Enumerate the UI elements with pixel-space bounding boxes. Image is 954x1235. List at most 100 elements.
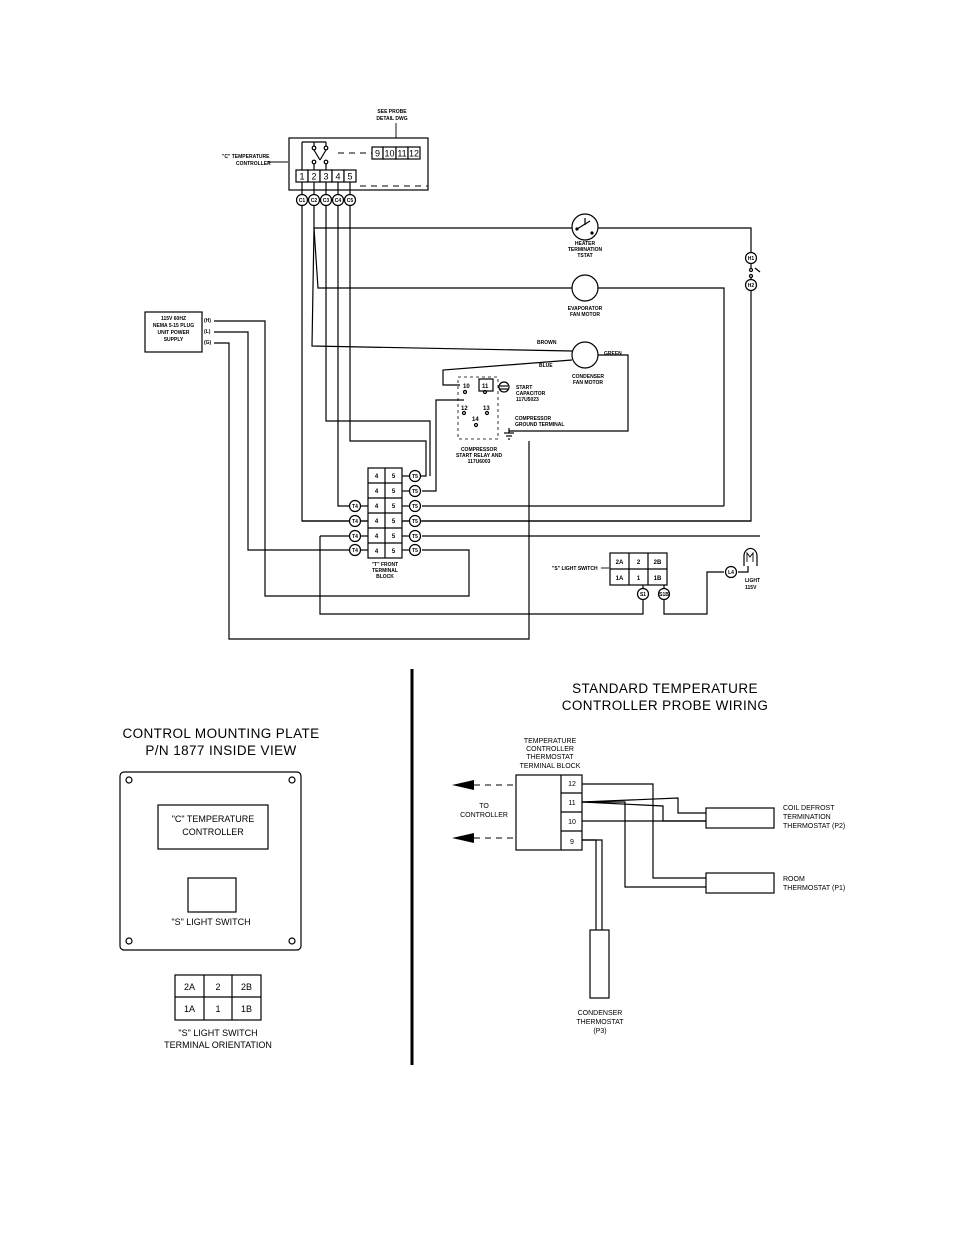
relay-term-11: 11	[482, 384, 489, 390]
light-label-line1: LIGHT	[745, 578, 760, 584]
controller-contacts	[301, 141, 428, 187]
probe-terminal-strip: 9 10 11 12	[371, 146, 421, 160]
ls-cell-1a: 1A	[616, 576, 624, 582]
point-t5-row2: T5	[412, 489, 418, 495]
tb-row2-right: 5	[392, 489, 396, 495]
point-c3: C3	[323, 198, 330, 204]
controller-label-line1: "C" TEMPERATURE	[222, 154, 270, 160]
relay-label-line1: COMPRESSOR	[461, 447, 498, 453]
relay-term-10: 10	[463, 384, 470, 390]
point-t5-row6: T5	[412, 548, 418, 554]
tb-row4-right: 5	[392, 519, 396, 525]
evap-label-line1: EVAPORATOR	[568, 306, 603, 312]
block-label-line3: THERMOSTAT	[526, 754, 574, 761]
tb-row2-left: 4	[375, 489, 379, 495]
point-t5-row5: T5	[412, 534, 418, 540]
to-controller-arrow-top-icon	[452, 780, 474, 790]
cond-label-line1: CONDENSER	[572, 374, 604, 380]
probe-terminal-9: 9	[375, 149, 380, 159]
probe-title-line2: CONTROLLER PROBE WIRING	[562, 698, 768, 713]
heater-h1-h2: H1 H2	[744, 251, 761, 292]
tb-row3-right: 5	[392, 504, 396, 510]
control-mounting-plate-section: CONTROL MOUNTING PLATE P/N 1877 INSIDE V…	[119, 726, 319, 1050]
condenser-probe-line3: (P3)	[593, 1028, 606, 1035]
controller-terminal-2: 2	[311, 172, 316, 182]
controller-terminal-4: 4	[335, 172, 340, 182]
point-t5-row4: T5	[412, 519, 418, 525]
mounting-title-line2: P/N 1877 INSIDE VIEW	[145, 743, 296, 758]
orient-cell-2: 2	[215, 982, 220, 992]
to-controller-arrow-bottom-icon	[452, 833, 474, 843]
orient-cell-1b: 1B	[241, 1004, 252, 1014]
cond-label-line2: FAN MOTOR	[573, 380, 603, 386]
light-bulb-icon	[743, 547, 758, 566]
point-t4-row4: T4	[352, 519, 358, 525]
light-switch-s: "S" LIGHT SWITCH 2A 2 2B 1A 1 1B S1 S1B …	[552, 547, 760, 601]
ls-cell-2: 2	[637, 560, 641, 566]
controller-terminal-3: 3	[323, 172, 328, 182]
point-s1b: S1B	[659, 592, 669, 598]
relay-term-12: 12	[461, 406, 468, 412]
condenser-thermostat-probe	[589, 929, 610, 999]
tb-row4-left: 4	[375, 519, 379, 525]
evap-label-line2: FAN MOTOR	[570, 312, 600, 318]
room-label-line1: ROOM	[783, 876, 805, 883]
probe-wires	[581, 783, 706, 930]
start-cap-line2: CAPACITOR	[516, 391, 546, 397]
point-t4-row3: T4	[352, 504, 358, 510]
wire-label-brown: BROWN	[537, 340, 557, 346]
probe-terminal-10: 10	[384, 149, 394, 159]
probe-note-line2: DETAIL DWG	[376, 116, 407, 122]
orient-label-line2: TERMINAL ORIENTATION	[164, 1040, 272, 1050]
power-term-l: (L)	[204, 329, 211, 335]
to-controller-line1: TO	[479, 803, 489, 810]
relay-label-line2: START RELAY AND	[456, 453, 503, 459]
heater-label-line2: TERMINATION	[568, 247, 603, 253]
plate-switch-cutout	[187, 877, 237, 913]
tb-label-line3: BLOCK	[376, 574, 394, 580]
probe-wiring-section: STANDARD TEMPERATURE CONTROLLER PROBE WI…	[452, 681, 845, 1035]
controller-terminal-1: 1	[299, 172, 304, 182]
tb-label-line2: TERMINAL	[372, 568, 398, 574]
block-term-10: 10	[568, 819, 576, 826]
point-t5-row1: T5	[412, 474, 418, 480]
plate-hole-bottom-right	[288, 937, 296, 945]
heater-label-line3: TSTAT	[577, 253, 592, 259]
point-h2: H2	[748, 283, 755, 289]
c-connection-points: C1 C2 C3 C4 C5	[295, 182, 357, 207]
coil-defrost-thermostat-probe	[705, 807, 775, 829]
tb-row6-left: 4	[375, 549, 379, 555]
orient-cell-2a: 2A	[184, 982, 195, 992]
point-c5: C5	[347, 198, 354, 204]
ls-cell-2a: 2A	[616, 560, 624, 566]
block-label-line4: TERMINAL BLOCK	[520, 763, 581, 770]
tb-row1-left: 4	[375, 474, 379, 480]
room-label-line2: THERMOSTAT (P1)	[783, 885, 845, 892]
coil-label-line3: THERMOSTAT (P2)	[783, 823, 845, 830]
plate-hole-bottom-left	[125, 937, 133, 945]
tb-row5-left: 4	[375, 534, 379, 540]
coil-label-line2: TERMINATION	[783, 814, 831, 821]
orient-cell-1: 1	[215, 1004, 220, 1014]
room-thermostat-probe	[705, 872, 775, 894]
orient-label-line1: "S" LIGHT SWITCH	[178, 1028, 257, 1038]
ground-symbol-icon	[504, 428, 514, 440]
condenser-fan-motor: CONDENSER FAN MOTOR BROWN BLUE GREEN	[537, 340, 622, 386]
mounting-title-line1: CONTROL MOUNTING PLATE	[122, 726, 319, 741]
power-label-line2: NEMA 5-15 PLUG	[153, 323, 194, 329]
light-label-line2: 115V	[745, 585, 757, 591]
controller-terminal-strip: 1 2 3 4 5	[295, 169, 357, 183]
probe-title-line1: STANDARD TEMPERATURE	[572, 681, 758, 696]
heater-label-line1: HEATER	[575, 241, 596, 247]
switch-terminal-orientation: 2A 2 2B 1A 1 1B "S" LIGHT SWITCH TERMINA…	[164, 974, 272, 1050]
ls-cell-1b: 1B	[654, 576, 662, 582]
power-term-g: (G)	[204, 340, 212, 346]
power-term-h: (H)	[204, 318, 211, 324]
power-label-line3: UNIT POWER	[158, 330, 190, 336]
front-terminal-block: 4 5 4 5 4 5 4 5 4 5 4 5 T5 T5 T	[348, 467, 422, 580]
evaporator-fan-motor: EVAPORATOR FAN MOTOR	[568, 274, 603, 318]
light-switch-label: "S" LIGHT SWITCH	[552, 566, 598, 572]
start-cap-line3: 117U5023	[516, 397, 539, 403]
ls-cell-1: 1	[637, 576, 641, 582]
